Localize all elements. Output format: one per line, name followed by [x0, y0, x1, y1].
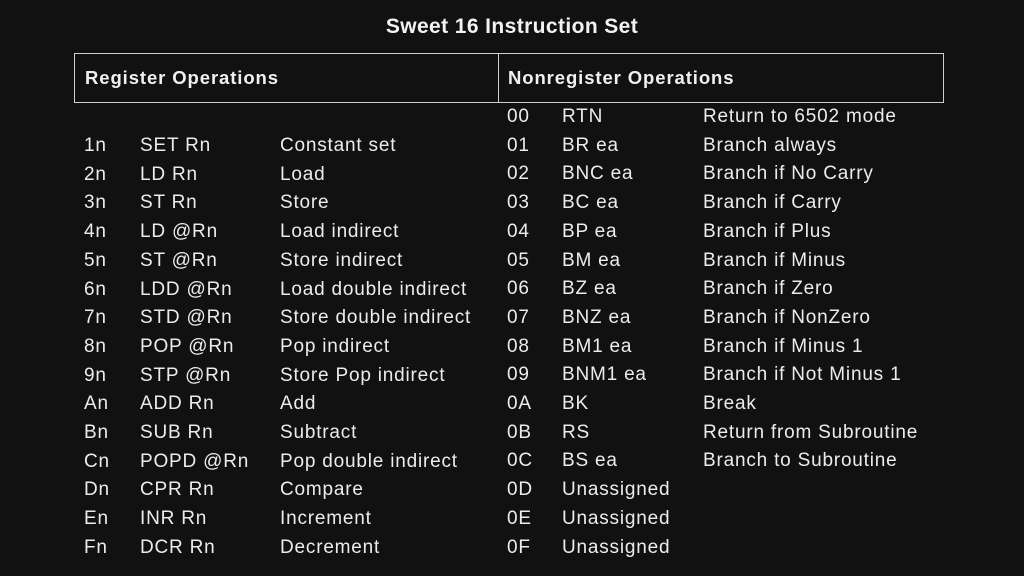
description: Load double indirect	[280, 278, 468, 300]
opcode: 06	[507, 278, 530, 300]
opcode: 0F	[507, 536, 531, 558]
description: Store indirect	[280, 249, 404, 271]
mnemonic: LD Rn	[140, 163, 198, 185]
opcode: 1n	[84, 135, 107, 156]
mnemonic: RTN	[562, 106, 604, 127]
description: Return to 6502 mode	[703, 106, 897, 127]
description: Constant set	[280, 135, 397, 156]
opcode: 00	[507, 106, 530, 127]
description: Subtract	[280, 422, 358, 443]
description: Branch if Plus	[703, 220, 832, 242]
mnemonic: ADD Rn	[140, 393, 215, 415]
mnemonic: BS ea	[562, 450, 618, 472]
opcode: 09	[507, 364, 530, 386]
mnemonic: BNZ ea	[562, 306, 632, 328]
opcode: Dn	[84, 479, 110, 501]
mnemonic: CPR Rn	[140, 479, 215, 501]
opcode: 0E	[507, 507, 532, 529]
mnemonic: ST Rn	[140, 192, 198, 214]
description: Compare	[280, 479, 364, 501]
opcode: 02	[507, 163, 530, 185]
mnemonic: BR ea	[562, 134, 619, 156]
mnemonic: BP ea	[562, 220, 618, 242]
opcode: 04	[507, 220, 530, 242]
nonregister-operations-header: Nonregister Operations	[498, 54, 943, 102]
opcode: Bn	[84, 422, 109, 443]
opcode: 08	[507, 335, 530, 357]
description: Branch if Carry	[703, 192, 842, 214]
opcode: An	[84, 393, 109, 415]
description: Branch if Zero	[703, 278, 834, 300]
description: Break	[703, 393, 757, 414]
mnemonic: BM ea	[562, 249, 621, 271]
opcode: 03	[507, 192, 530, 214]
description: Branch if No Carry	[703, 163, 874, 185]
mnemonic: POP @Rn	[140, 335, 235, 357]
opcode: 05	[507, 249, 530, 271]
mnemonic: ST @Rn	[140, 249, 218, 271]
opcode: 6n	[84, 278, 107, 300]
description: Decrement	[280, 536, 381, 558]
page-title: Sweet 16 Instruction Set	[385, 15, 639, 38]
mnemonic: Unassigned	[562, 507, 671, 529]
description: Load indirect	[280, 221, 400, 243]
opcode: Cn	[84, 450, 110, 472]
description: Branch if NonZero	[703, 306, 871, 328]
opcode: 3n	[84, 192, 107, 214]
mnemonic: DCR Rn	[140, 536, 216, 558]
description: Pop double indirect	[280, 450, 458, 472]
description: Return from Subroutine	[703, 421, 919, 443]
mnemonic: RS	[562, 421, 590, 443]
mnemonic: LDD @Rn	[140, 278, 233, 300]
mnemonic: POPD @Rn	[140, 450, 250, 472]
mnemonic: Unassigned	[562, 536, 671, 558]
opcode: 7n	[84, 307, 107, 329]
opcode: 0B	[507, 421, 532, 443]
mnemonic: SUB Rn	[140, 422, 214, 443]
opcode: 01	[507, 134, 530, 156]
mnemonic: BM1 ea	[562, 335, 633, 357]
opcode: 5n	[84, 249, 107, 271]
opcode: 0A	[507, 393, 532, 414]
description: Branch if Minus 1	[703, 335, 864, 357]
mnemonic: BC ea	[562, 192, 619, 214]
description: Branch if Minus	[703, 249, 846, 271]
opcode: 4n	[84, 221, 107, 243]
mnemonic: STD @Rn	[140, 307, 233, 329]
opcode: 8n	[84, 335, 107, 357]
opcode: En	[84, 508, 109, 530]
description: Branch if Not Minus 1	[703, 364, 902, 386]
mnemonic: LD @Rn	[140, 221, 218, 243]
description: Pop indirect	[280, 335, 390, 357]
mnemonic: BZ ea	[562, 278, 617, 300]
description: Store double indirect	[280, 307, 472, 329]
description: Branch to Subroutine	[703, 450, 898, 472]
mnemonic: BNC ea	[562, 163, 634, 185]
description: Branch always	[703, 134, 837, 156]
description: Increment	[280, 508, 372, 530]
description: Add	[280, 393, 317, 415]
opcode: 0C	[507, 450, 533, 472]
table-header: Register Operations Nonregister Operatio…	[74, 53, 944, 103]
description: Store Pop indirect	[280, 364, 446, 386]
opcode: 0D	[507, 479, 533, 501]
mnemonic: STP @Rn	[140, 364, 232, 386]
description: Load	[280, 163, 326, 185]
opcode: Fn	[84, 536, 108, 558]
register-operations-header: Register Operations	[85, 67, 279, 88]
opcode: 9n	[84, 364, 107, 386]
description: Store	[280, 192, 330, 214]
opcode: 2n	[84, 163, 107, 185]
mnemonic: SET Rn	[140, 135, 211, 156]
mnemonic: BK	[562, 393, 589, 414]
mnemonic: Unassigned	[562, 479, 671, 501]
mnemonic: BNM1 ea	[562, 364, 647, 386]
opcode: 07	[507, 306, 530, 328]
mnemonic: INR Rn	[140, 508, 208, 530]
